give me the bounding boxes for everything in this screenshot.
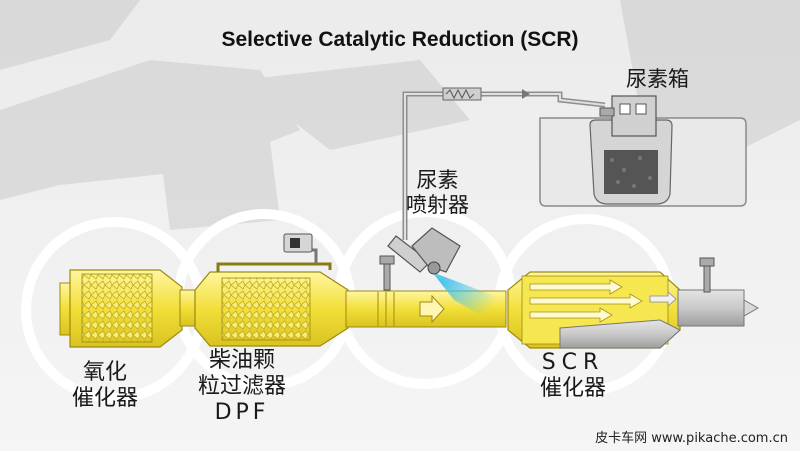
diagram-title: Selective Catalytic Reduction (SCR): [221, 28, 579, 51]
urea-supply-line: [402, 87, 606, 240]
watermark: 皮卡车网 www.pikache.com.cn: [595, 431, 788, 446]
exhaust-pipe: [59, 233, 760, 349]
label-oxidation-catalyst: 氧化 催化器: [72, 360, 139, 411]
urea-injector: [387, 227, 461, 275]
urea-tank: [539, 95, 747, 207]
urea-spray: [432, 272, 500, 326]
label-urea-injector: 尿素 喷射器: [406, 168, 469, 217]
label-urea-tank: 尿素箱: [626, 67, 689, 91]
label-scr-catalyst: SCR 催化器: [540, 350, 607, 401]
label-dpf: 柴油颗 粒过滤器 DPF: [198, 348, 287, 425]
background-engine-silhouette: [0, 0, 800, 230]
